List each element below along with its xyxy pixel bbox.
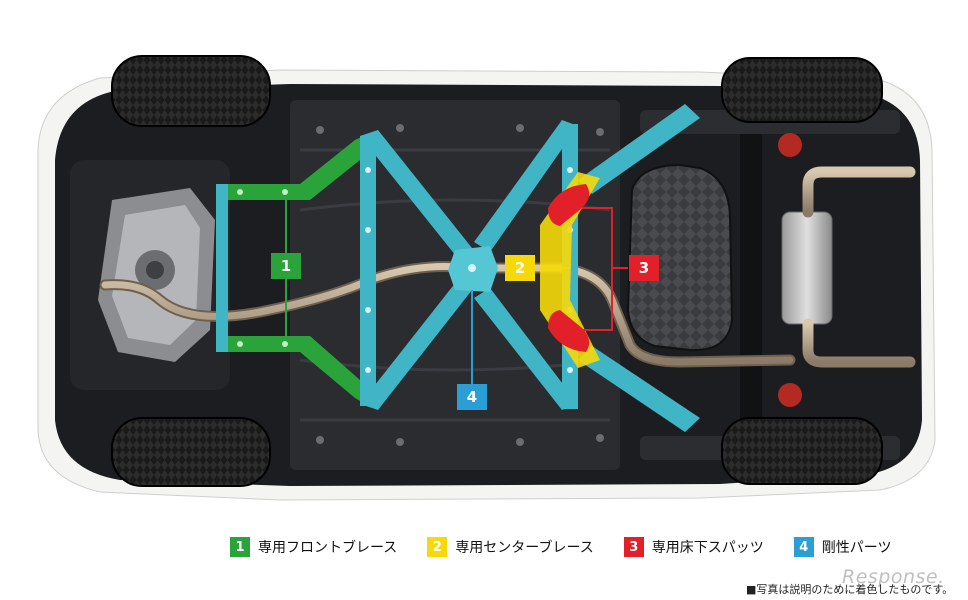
- legend-item-center-brace: 2 専用センターブレース: [427, 537, 594, 557]
- callout-1: 1: [271, 253, 301, 279]
- photo-caption: ■写真は説明のために着色したものです。: [746, 583, 954, 596]
- fuel-tank: [626, 163, 734, 352]
- floor-spats: [548, 184, 590, 352]
- rear-right-tire: [721, 417, 883, 485]
- legend-badge-1: 1: [230, 537, 250, 557]
- legend-label-2: 専用センターブレース: [455, 540, 594, 556]
- brake-discs: [778, 133, 802, 407]
- callout-4: 4: [457, 384, 487, 410]
- legend-label-1: 専用フロントブレース: [258, 540, 398, 556]
- response-watermark: Response.: [842, 566, 945, 588]
- muffler: [781, 166, 916, 368]
- front-left-tire: [111, 55, 271, 127]
- legend-badge-4: 4: [793, 537, 814, 557]
- callout-2: 2: [505, 255, 535, 281]
- front-right-tire: [111, 417, 271, 487]
- rear-left-tire: [721, 57, 883, 123]
- legend-label-3: 専用床下スパッツ: [651, 540, 764, 556]
- legend-item-floor-spats: 3 専用床下スパッツ: [623, 537, 764, 557]
- callout-3-number: 3: [638, 259, 650, 277]
- callout-1-number: 1: [280, 257, 292, 275]
- parts-legend: 1 専用フロントブレース 2 専用センターブレース 3 専用床下スパッツ 4 剛…: [230, 537, 892, 557]
- legend-item-rigidity-parts: 4 剛性パーツ: [793, 537, 892, 557]
- callout-2-number: 2: [514, 259, 526, 277]
- legend-badge-2: 2: [427, 537, 448, 557]
- callout-4-number: 4: [466, 388, 478, 406]
- center-x-brace: [360, 104, 700, 432]
- legend-badge-3: 3: [623, 537, 644, 557]
- callout-3: 3: [629, 255, 659, 281]
- legend-item-front-brace: 1 専用フロントブレース: [230, 537, 397, 557]
- legend-label-4: 剛性パーツ: [821, 540, 892, 556]
